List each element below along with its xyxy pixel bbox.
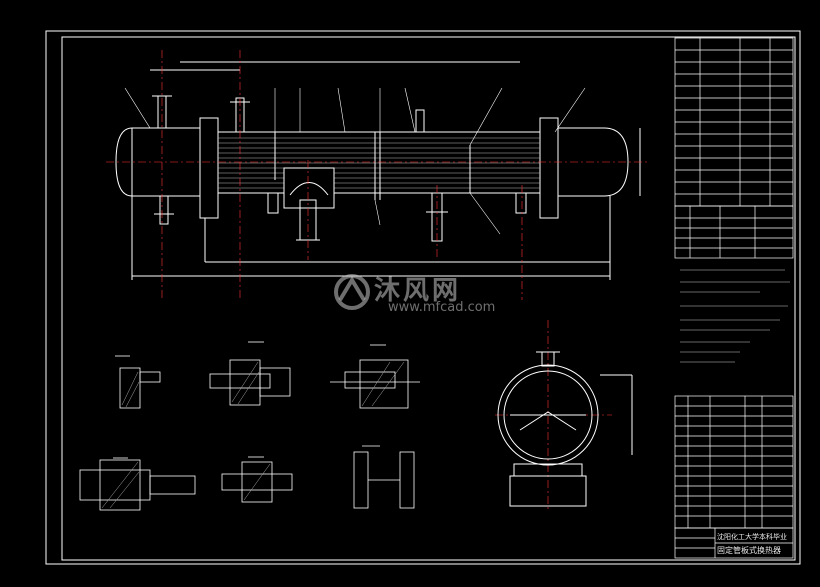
drawing-title: 固定管板式换热器 <box>717 546 781 555</box>
technical-notes <box>680 269 790 363</box>
watermark-logo-icon <box>334 274 370 310</box>
inner-border <box>61 36 796 561</box>
watermark: 沐风网 www.mfcad.com <box>332 270 502 318</box>
company-label: 沈阳化工大学本科毕业 <box>717 533 787 541</box>
outer-border <box>45 30 801 565</box>
parts-list-table <box>674 395 794 529</box>
technical-spec-table <box>674 37 794 207</box>
leader-lines <box>124 87 586 235</box>
end-section-view <box>497 351 633 507</box>
watermark-brand: 沐风网 <box>374 276 462 306</box>
nozzle-table <box>674 205 794 259</box>
hatching <box>101 361 405 509</box>
title-block <box>674 527 794 559</box>
watermark-url: www.mfcad.com <box>388 300 496 315</box>
detail-views <box>79 341 420 511</box>
vessel-elevation <box>115 61 641 280</box>
